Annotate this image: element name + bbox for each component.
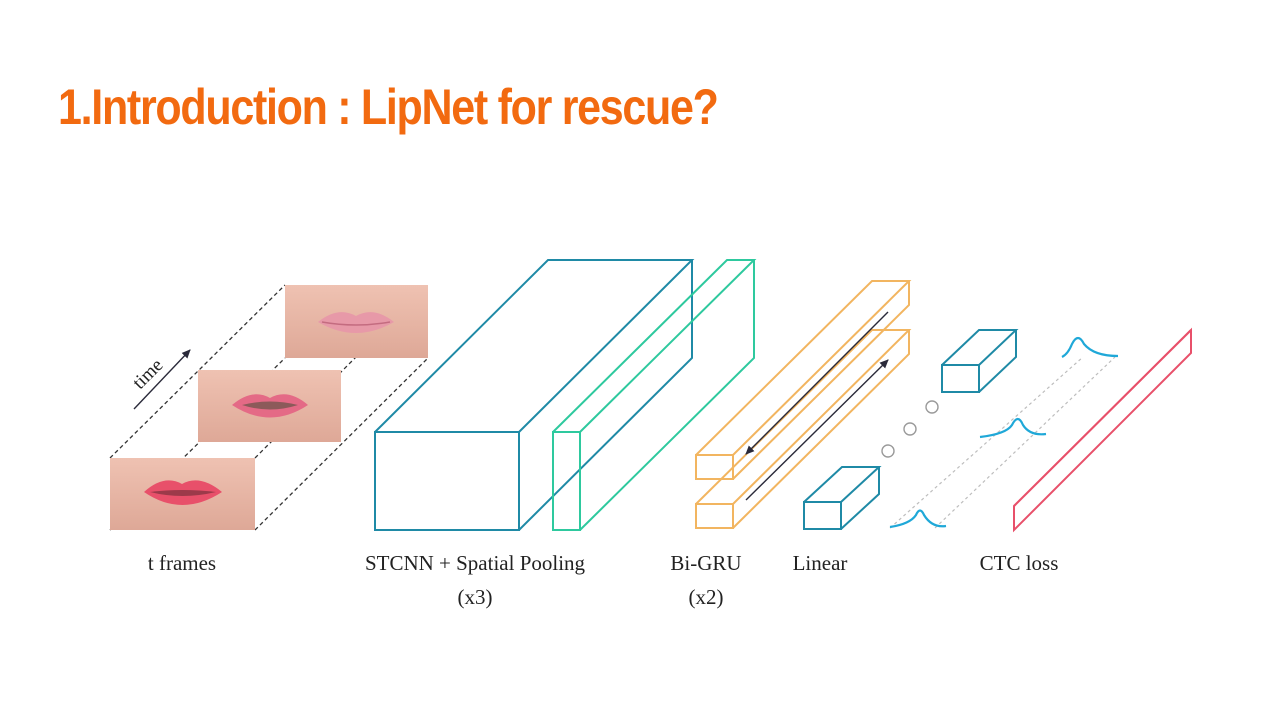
lip-frame-1	[285, 285, 428, 358]
ctc-loss-block	[1013, 327, 1192, 533]
gru-forward-arrow	[745, 359, 889, 501]
linear-box-bottom	[803, 466, 882, 530]
input-frames: time	[109, 284, 429, 531]
ctc-peak-top	[1061, 336, 1119, 358]
linear-box-top	[941, 329, 1019, 393]
caption-linear: Linear	[793, 551, 848, 575]
caption-frames: t frames	[148, 551, 216, 575]
bigru-block	[695, 280, 912, 529]
gru-bar-bottom	[695, 329, 912, 529]
caption-bigru: Bi-GRU	[670, 551, 741, 575]
ctc-distributions	[889, 336, 1119, 529]
time-label: time	[129, 355, 168, 394]
spatial-pooling-block	[552, 259, 757, 531]
captions: t frames STCNN + Spatial Pooling (x3) Bi…	[148, 551, 1059, 609]
slide-title: 1.Introduction : LipNet for rescue?	[58, 79, 719, 135]
time-arrow: time	[129, 349, 191, 410]
caption-ctc: CTC loss	[980, 551, 1059, 575]
ctc-peak-middle	[979, 417, 1047, 439]
stcnn-block	[374, 259, 695, 531]
ctc-peak-bottom	[889, 509, 947, 529]
lip-frame-3	[110, 458, 255, 530]
caption-stcnn: STCNN + Spatial Pooling	[365, 551, 586, 575]
ellipsis-dots	[881, 400, 939, 458]
gru-bar-top	[695, 280, 912, 480]
lip-frame-2	[198, 370, 341, 442]
linear-block	[803, 329, 1019, 530]
caption-bigru-count: (x2)	[689, 585, 724, 609]
gru-backward-arrow	[745, 311, 889, 455]
caption-stcnn-count: (x3)	[458, 585, 493, 609]
